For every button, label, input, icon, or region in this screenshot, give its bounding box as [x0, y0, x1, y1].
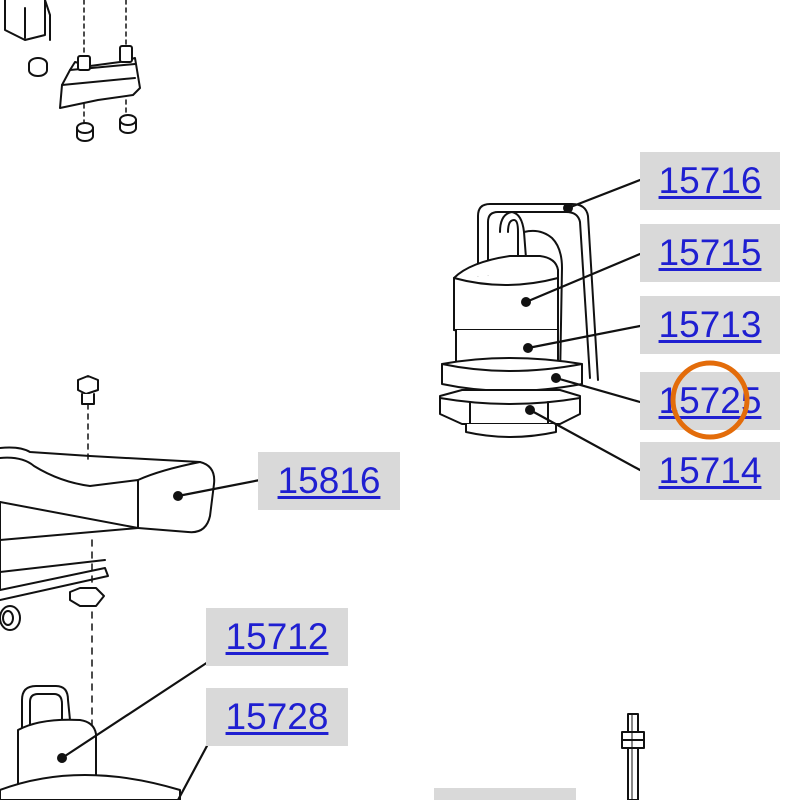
leader-dots — [57, 203, 573, 763]
top-bracket-part — [4, 0, 141, 142]
part-link[interactable]: 15716 — [658, 160, 762, 201]
part-link[interactable]: 15712 — [225, 616, 329, 657]
partial-label-box — [434, 788, 576, 800]
part-link[interactable]: 15714 — [658, 450, 762, 491]
part-link[interactable]: 15816 — [277, 460, 381, 501]
float-assembly-small — [0, 685, 181, 800]
part-label-15715[interactable]: 15715 — [640, 224, 780, 282]
part-link[interactable]: 15715 — [658, 232, 762, 273]
float-assembly — [439, 203, 599, 438]
part-link[interactable]: 15713 — [658, 304, 762, 345]
part-label-15713[interactable]: 15713 — [640, 296, 780, 354]
part-label-15728[interactable]: 15728 — [206, 688, 348, 746]
part-label-15714[interactable]: 15714 — [640, 442, 780, 500]
threaded-rod — [621, 713, 645, 800]
part-label-15816[interactable]: 15816 — [258, 452, 400, 510]
part-link[interactable]: 15728 — [225, 696, 329, 737]
part-label-15716[interactable]: 15716 — [640, 152, 780, 210]
part-label-15712[interactable]: 15712 — [206, 608, 348, 666]
leader-lines — [60, 178, 642, 800]
